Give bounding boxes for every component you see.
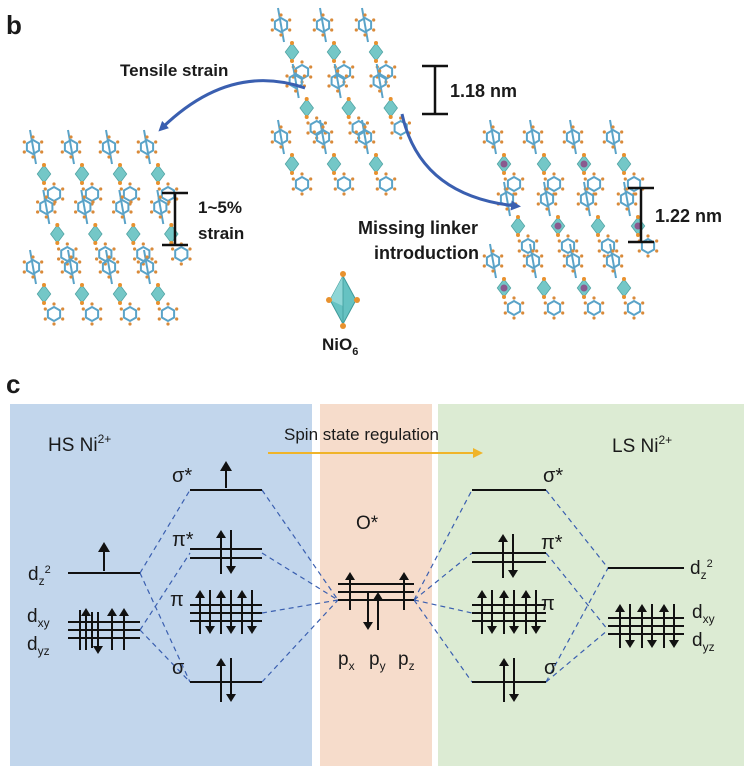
hs-dxy-dyz-levels [68,608,140,654]
hs-sigma-star-label: σ* [172,465,192,487]
hs-dz2-level [68,542,140,574]
ls-dz2-label: dz2 [690,558,713,582]
nio6-octahedron-icon [326,271,360,329]
strain-label-line2: strain [198,224,244,243]
panel-c-letter: c [6,369,20,399]
oxygen-p-levels [338,572,414,630]
spacing-original-label: 1.18 nm [450,81,517,101]
ls-dxy-dyz-levels [608,604,684,648]
tensile-strain-label: Tensile strain [120,61,228,80]
pz-label: pz [398,649,415,673]
hs-sigma-label: σ [172,657,185,679]
oxygen-title: O* [356,513,379,534]
spacing-bracket-original [422,64,448,116]
hs-dyz-label: dyz [27,634,50,658]
px-label: px [338,649,355,673]
hs-sigma-star-level [190,461,262,491]
correlation-lines [139,489,609,683]
mof-structure-original [270,7,411,196]
ls-dxy-label: dxy [692,602,715,626]
hs-sigma-level [190,658,262,702]
tensile-strain-arrow [158,79,306,132]
py-label: py [369,649,386,673]
panel-b: b Tensile strain Missing linker introduc… [6,7,722,358]
spacing-bracket-strained [162,191,188,247]
hs-dz2-label: dz2 [28,564,51,588]
missing-linker-label-line2: introduction [374,243,479,263]
mof-structure-missing-linker [482,119,659,320]
ls-dyz-label: dyz [692,630,715,654]
hs-pi-star-label: π* [172,529,194,551]
panel-c: c Spin state regulation HS Ni2+ LS Ni2+ … [6,369,744,766]
missing-linker-label-line1: Missing linker [358,218,478,238]
ls-region-background [438,404,744,766]
nio6-label: NiO6 [322,335,358,358]
hs-region-background [10,404,312,766]
hs-ni-title: HS Ni2+ [48,432,111,456]
ls-pi-label: π [541,593,555,615]
panel-b-letter: b [6,10,22,40]
mof-structure-strained [22,129,192,326]
hs-dxy-label: dxy [27,606,50,630]
ls-ni-title: LS Ni2+ [612,433,672,457]
ls-pi-level [472,590,546,634]
spacing-bracket-missing [628,186,654,244]
ls-pi-star-level [472,534,546,578]
ls-sigma-star-label: σ* [543,465,563,487]
hs-pi-level [190,590,262,634]
strain-label-line1: 1~5% [198,198,242,217]
spin-regulation-label: Spin state regulation [284,425,439,444]
ls-sigma-label: σ [544,657,557,679]
spacing-missing-label: 1.22 nm [655,206,722,226]
ls-sigma-level [472,658,546,702]
missing-linker-arrow [400,113,521,211]
hs-pi-star-level [190,530,262,574]
hs-pi-label: π [170,589,184,611]
ls-pi-star-label: π* [541,532,563,554]
